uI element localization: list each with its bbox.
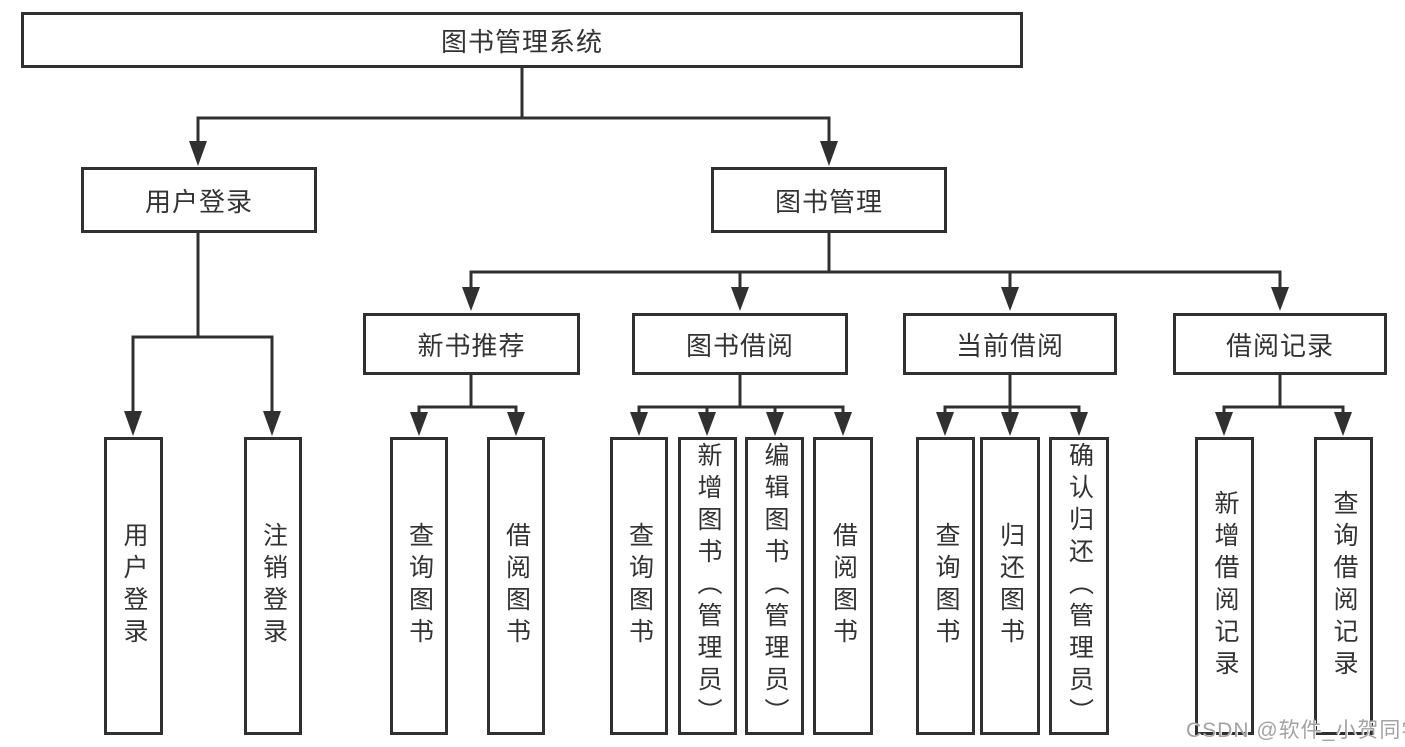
leaf-query-borrow-record: 查询借阅记录 [1314,437,1373,735]
arrow-down-icon [507,412,525,436]
arrow-down-icon [263,411,281,436]
node-library-system: 图书管理系统 [21,12,1023,68]
arrow-down-icon [766,412,784,436]
leaf-confirm-return-admin: 确认归还（管理员） [1049,437,1109,735]
node-borrowing-records: 借阅记录 [1173,313,1387,375]
arrow-down-icon [1215,412,1233,436]
arrow-down-icon [124,411,142,436]
leaf-query-books-current: 查询图书 [916,437,975,735]
watermark: CSDN @软件_小贺同学 [1186,719,1405,742]
leaf-return-books: 归还图书 [980,437,1040,735]
arrow-down-icon [410,412,428,436]
node-user-login: 用户登录 [81,167,317,233]
arrow-down-icon [630,412,648,436]
arrow-down-icon [462,287,480,311]
arrow-down-icon [820,141,838,166]
arrow-down-icon [1001,412,1019,436]
arrow-down-icon [1334,412,1352,436]
leaf-query-books-recommend: 查询图书 [390,437,448,735]
leaf-borrow-books-borrowing: 借阅图书 [813,437,873,735]
leaf-user-login: 用户登录 [104,437,163,735]
leaf-query-books-borrowing: 查询图书 [610,437,668,735]
node-book-management: 图书管理 [711,167,947,233]
arrow-down-icon [936,412,954,436]
arrow-down-icon [731,287,749,311]
node-current-borrowing: 当前借阅 [903,313,1117,375]
node-new-book-recommendation: 新书推荐 [363,313,580,375]
leaf-edit-books-admin: 编辑图书（管理员） [745,437,804,735]
leaf-logout-login: 注销登录 [244,437,302,735]
arrow-down-icon [189,141,207,166]
arrow-down-icon [1070,412,1088,436]
node-book-borrowing: 图书借阅 [632,313,848,375]
arrow-down-icon [834,412,852,436]
arrow-down-icon [698,412,716,436]
leaf-borrow-books-recommend: 借阅图书 [487,437,545,735]
arrow-down-icon [1271,287,1289,311]
arrow-down-icon [1001,287,1019,311]
leaf-add-books-admin: 新增图书（管理员） [678,437,737,735]
leaf-add-borrow-record: 新增借阅记录 [1195,437,1254,735]
